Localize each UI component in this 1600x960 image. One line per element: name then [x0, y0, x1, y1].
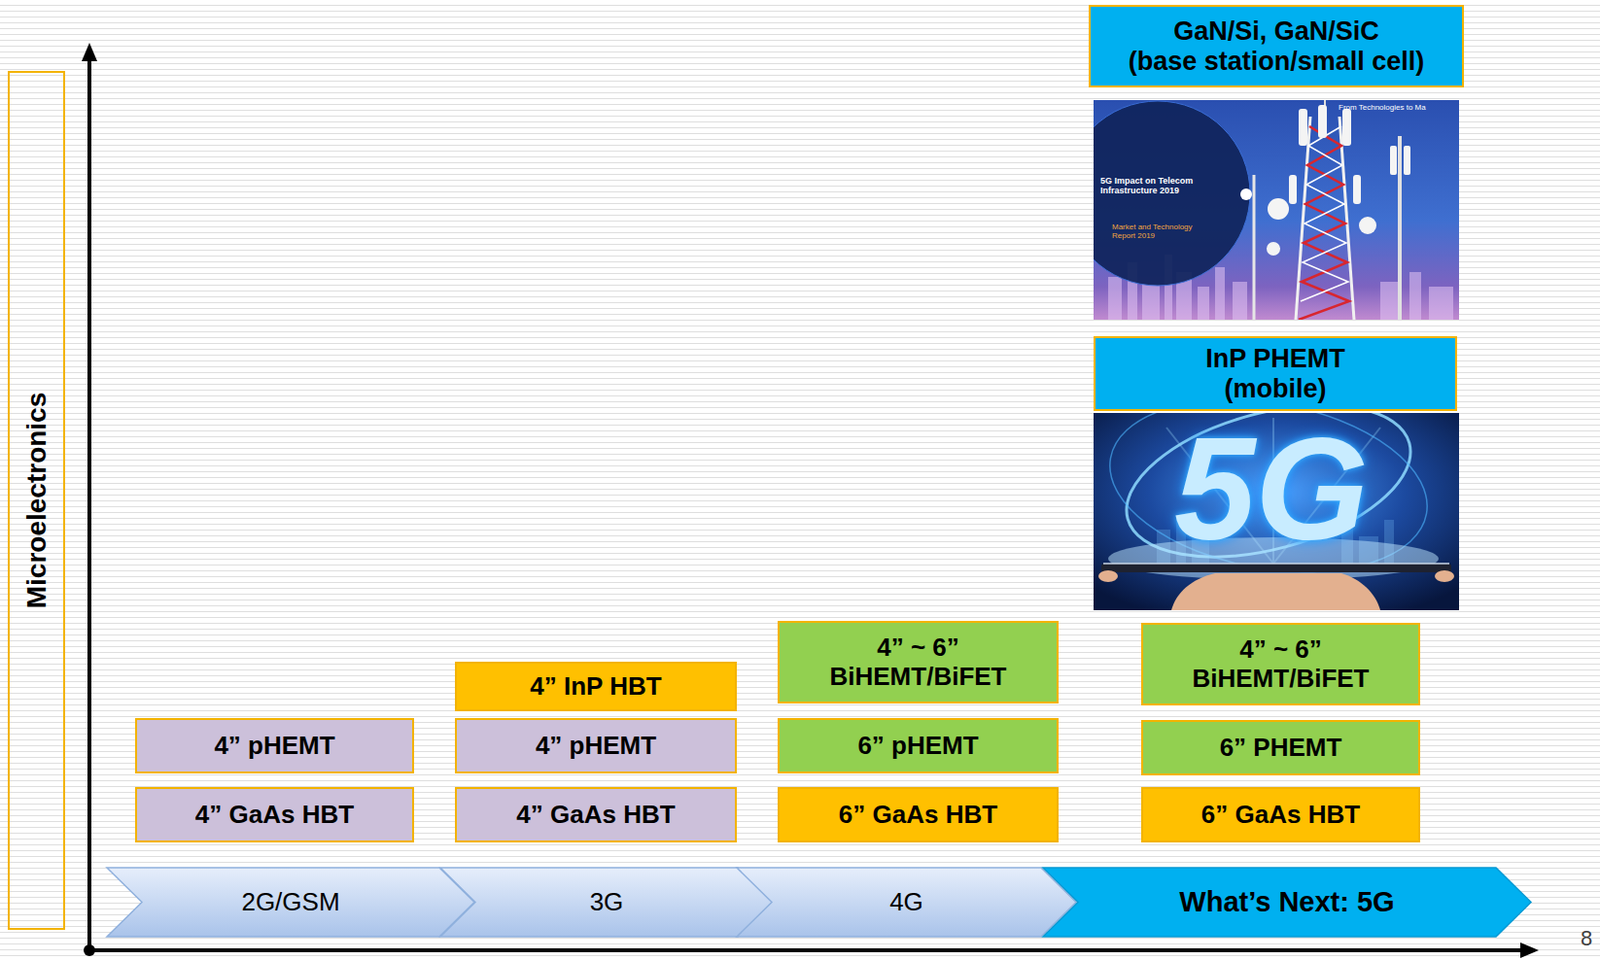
- box-label: 4” ~ 6” BiHEMT/BiFET: [1190, 635, 1371, 693]
- hologram-text: 5G: [1174, 416, 1369, 562]
- chart-axes-part: [89, 948, 1523, 953]
- box-label: 4” ~ 6” BiHEMT/BiFET: [828, 633, 1009, 691]
- technology-box: InP PHEMT(mobile): [1093, 336, 1458, 411]
- tower-picture-part: [1339, 116, 1355, 320]
- tower-picture-part: [1298, 126, 1350, 320]
- box-label: 6” PHEMT: [1219, 733, 1343, 763]
- generation-label: 2G/GSM: [241, 888, 340, 917]
- phone-picture-part: [1434, 570, 1455, 583]
- tower-picture-part-part: [1318, 104, 1327, 139]
- process-box: 4” ~ 6” BiHEMT/BiFET: [777, 621, 1059, 704]
- tower-picture-part-part: [1353, 174, 1361, 205]
- tower-picture-part-part: [1342, 108, 1352, 146]
- box-label: 4” InP HBT: [529, 672, 661, 701]
- report-header: From Technologies to Ma: [1338, 103, 1427, 112]
- tower-picture-part-part: [1409, 272, 1422, 320]
- tower-picture-part-part: [1215, 267, 1225, 320]
- generation-label: 4G: [889, 888, 924, 917]
- generation-chevron: 3G: [440, 868, 773, 938]
- process-box: 6” GaAs HBT: [777, 787, 1059, 843]
- technology-box: GaN/Si, GaN/SiC(base station/small cell): [1088, 4, 1464, 88]
- tower-picture-part-part: [1428, 286, 1454, 320]
- chart-axes-part: [1520, 942, 1539, 959]
- chevron-outline: [736, 868, 1077, 938]
- box-label: 6” pHEMT: [857, 731, 978, 761]
- report-subtitle: Market and Technology Report 2019: [1112, 222, 1202, 241]
- phone-picture-part: [1098, 570, 1118, 583]
- tower-picture-part: [1295, 116, 1311, 320]
- axis-title: Microelectronics: [21, 392, 52, 610]
- process-box: 4” pHEMT: [454, 718, 737, 774]
- generation-chevron: 4G: [736, 868, 1077, 938]
- box-label: 6” GaAs HBT: [838, 800, 998, 830]
- tower-picture-part-part: [1197, 286, 1210, 320]
- tower-picture-part-part: [1266, 242, 1281, 256]
- chart-axes-part: [87, 58, 92, 951]
- phone-picture-part: [1101, 563, 1452, 573]
- process-box: 4” InP HBT: [454, 661, 737, 712]
- chart-axes: [81, 42, 1539, 959]
- process-box: 6” PHEMT: [1141, 720, 1421, 776]
- phone-picture: [1093, 413, 1460, 611]
- process-box: 4” GaAs HBT: [135, 787, 415, 843]
- process-box: 4” pHEMT: [135, 718, 415, 774]
- tower-picture-part: [1266, 104, 1377, 256]
- tower-picture-part-part: [1380, 281, 1400, 320]
- box-label: (base station/small cell): [1128, 46, 1426, 76]
- phone-picture-part: [1103, 562, 1450, 565]
- chart-axes-part: [81, 42, 98, 62]
- generation-chevron: 2G/GSM: [106, 868, 475, 938]
- page-number: 8: [1580, 926, 1593, 951]
- generation-label: What’s Next: 5G: [1179, 886, 1394, 918]
- box-label: 6” GaAs HBT: [1201, 800, 1360, 830]
- generation-chevron: What’s Next: 5G: [1043, 868, 1531, 938]
- process-box: 4” GaAs HBT: [454, 787, 737, 843]
- box-label: (mobile): [1224, 374, 1327, 404]
- tower-picture-part: [1252, 174, 1256, 320]
- box-label: GaN/Si, GaN/SiC: [1173, 16, 1380, 46]
- process-box: 6” pHEMT: [777, 718, 1059, 774]
- tower-picture-part-part: [1108, 277, 1122, 320]
- tower-picture-part: [1403, 145, 1411, 175]
- phone-picture-part: [1093, 413, 1460, 611]
- tower-picture: [1093, 100, 1460, 320]
- tower-picture-part-part: [1267, 198, 1289, 220]
- process-box: 4” ~ 6” BiHEMT/BiFET: [1141, 623, 1421, 706]
- box-label: 4” GaAs HBT: [516, 800, 675, 830]
- tower-picture-part: [1390, 145, 1397, 175]
- box-label: 4” pHEMT: [535, 731, 657, 761]
- phone-picture-part: [1171, 573, 1381, 611]
- chevron-outline: [106, 868, 475, 938]
- tower-picture-part-part: [1142, 283, 1160, 320]
- box-label: 4” pHEMT: [213, 731, 335, 761]
- tower-picture-part: [1093, 101, 1251, 286]
- generation-label: 3G: [590, 888, 625, 917]
- tower-picture-part: [1397, 136, 1402, 320]
- tower-picture-part-part: [1298, 108, 1308, 146]
- box-label: InP PHEMT: [1205, 344, 1346, 374]
- axis-title-box: Microelectronics: [7, 70, 66, 931]
- box-label: 4” GaAs HBT: [195, 800, 354, 830]
- tower-picture-part: [1240, 188, 1253, 201]
- process-box: 6” GaAs HBT: [1141, 787, 1421, 843]
- tower-picture-part-part: [1288, 174, 1297, 205]
- report-title: 5G Impact on Telecom Infrastructure 2019: [1100, 175, 1208, 197]
- tower-picture-part-part: [1358, 216, 1377, 235]
- chart-axes-part: [83, 944, 96, 957]
- chevron-outline: [1043, 868, 1531, 938]
- tower-picture-part: [1300, 126, 1349, 302]
- chevron-outline: [440, 868, 773, 938]
- tower-picture-part-part: [1232, 281, 1248, 320]
